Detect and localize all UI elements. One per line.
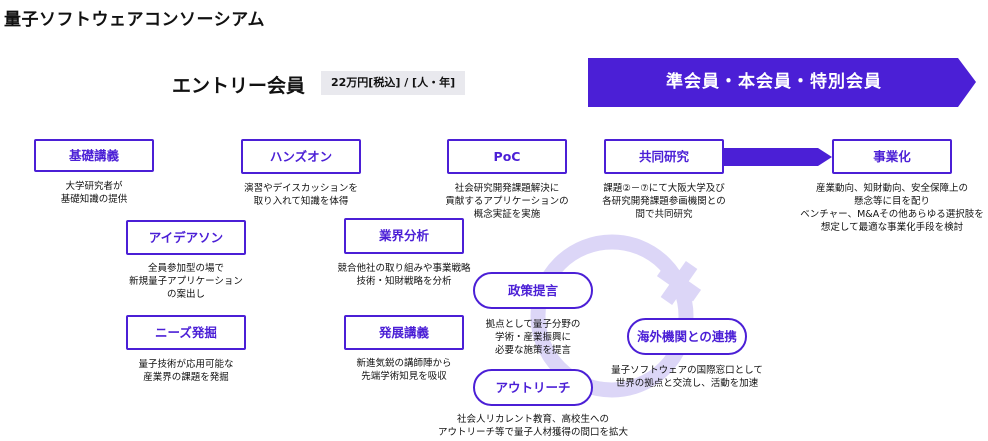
program-poc-desc: 社会研究開発課題解決に 貢献するアプリケーションの 概念実証を実施 — [445, 183, 569, 220]
program-advanced-desc: 新進気鋭の講師陣から 先端学術知見を吸収 — [356, 358, 452, 382]
program-kiso-box: 基礎講義 — [34, 139, 154, 172]
program-policy-desc: 拠点として量子分野の 学術・産業振興に 必要な施策を提言 — [485, 319, 581, 356]
program-outreach-pill: アウトリーチ — [473, 369, 593, 406]
program-hands-on-desc: 演習やデイスカッションを 取り入れて知識を体得 — [244, 183, 358, 207]
program-overseas-desc: 量子ソフトウェアの国際窓口として 世界の拠点と交流し、活動を加速 — [611, 365, 763, 389]
premium-member-title: 準会員・本会員・特別会員 — [666, 72, 882, 92]
program-business-desc: 産業動向、知財動向、安全保障上の 懸念等に目を配り ベンチャー、M&Aその他あら… — [800, 183, 984, 233]
entry-member-price: 22万円[税込] / [人・年] — [321, 71, 466, 95]
entry-member-title: エントリー会員 — [172, 75, 306, 97]
program-industry-box: 業界分析 — [344, 218, 464, 254]
program-advanced-box: 発展講義 — [344, 315, 464, 350]
page-title: 量子ソフトウェアコンソーシアム — [4, 10, 265, 30]
program-industry-desc: 競合他社の取り組みや事業戦略 技術・知財戦略を分析 — [337, 263, 471, 287]
program-kiso-desc: 大学研究者が 基礎知識の提供 — [60, 181, 128, 205]
program-poc-box: PoC — [447, 139, 567, 174]
program-policy-pill: 政策提言 — [473, 272, 593, 309]
premium-banner — [588, 58, 976, 107]
program-ideathon-desc: 全員参加型の場で 新規量子アプリケーション の案出し — [129, 263, 243, 300]
program-business-box: 事業化 — [832, 139, 952, 174]
program-outreach-desc: 社会人リカレント教育、高校生への アウトリーチ等で量子人材獲得の間口を拡大 — [437, 414, 628, 438]
program-joint-box: 共同研究 — [604, 139, 724, 174]
program-overseas-pill: 海外機関との連携 — [627, 318, 747, 355]
cycle-ring — [530, 234, 694, 398]
cross-mark — [656, 260, 702, 306]
program-needs-box: ニーズ発掘 — [126, 315, 246, 350]
program-hands-on-box: ハンズオン — [241, 139, 361, 174]
program-joint-desc: 課題②－⑦にて大阪大学及び 各研究開発課題参画機関との 間で共同研究 — [602, 183, 726, 220]
program-ideathon-box: アイデアソン — [126, 220, 246, 255]
connector-arrow — [722, 148, 832, 166]
program-needs-desc: 量子技術が応用可能な 産業界の課題を発掘 — [138, 359, 234, 383]
